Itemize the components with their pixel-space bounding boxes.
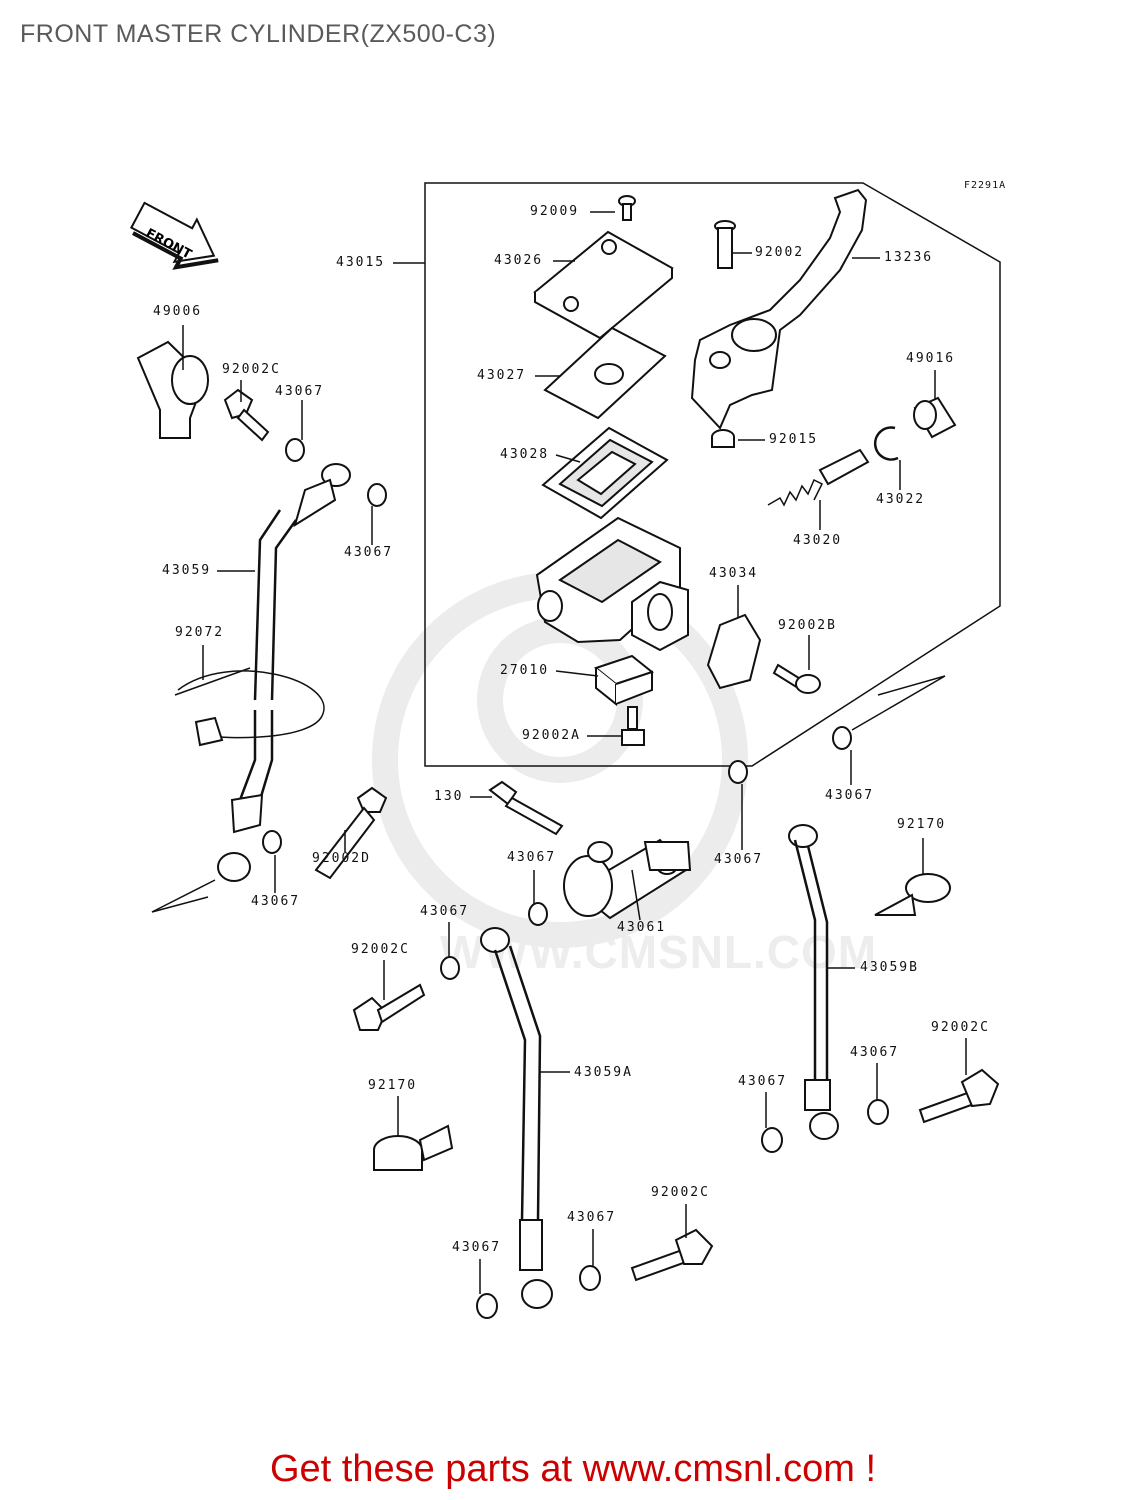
- part-label-43034[interactable]: 43034: [709, 566, 759, 581]
- part-label-43067-center-right[interactable]: 43067: [714, 852, 764, 867]
- part-label-43027[interactable]: 43027: [477, 368, 527, 383]
- footer-link[interactable]: Get these parts at www.cmsnl.com !: [269, 1448, 877, 1490]
- brake-hose-43059: [151, 463, 351, 913]
- part-label-92002[interactable]: 92002: [755, 245, 805, 260]
- part-label-43067-left-lower[interactable]: 43067: [251, 894, 301, 909]
- clamp-92170-right: [874, 873, 951, 916]
- part-label-130[interactable]: 130: [434, 789, 464, 804]
- banjo-bolt-92002c-lower: [630, 1228, 714, 1282]
- assembly-boundary: [424, 182, 1001, 767]
- part-label-92002c-mid-left[interactable]: 92002C: [351, 942, 410, 957]
- brake-hose-43059b: [788, 824, 839, 1140]
- bolt-130: [488, 780, 564, 836]
- master-cylinder-body: [535, 516, 689, 652]
- part-label-43020[interactable]: 43020: [793, 533, 843, 548]
- part-label-92002c-upper-left[interactable]: 92002C: [222, 362, 281, 377]
- diaphragm-plate-43027: [543, 326, 667, 420]
- part-label-92002d[interactable]: 92002D: [312, 851, 371, 866]
- part-label-43028[interactable]: 43028: [500, 447, 550, 462]
- circlip-43022: [873, 426, 899, 461]
- part-label-27010[interactable]: 27010: [500, 663, 550, 678]
- part-label-49006[interactable]: 49006: [153, 304, 203, 319]
- figure-reference: F2291A: [964, 180, 1007, 191]
- part-label-43061[interactable]: 43061: [617, 920, 667, 935]
- part-label-13236[interactable]: 13236: [884, 250, 934, 265]
- part-label-43067-lower-mid[interactable]: 43067: [567, 1210, 617, 1225]
- part-label-43059a[interactable]: 43059A: [574, 1065, 633, 1080]
- banjo-bolt-92002c-upper-left: [223, 388, 270, 442]
- part-label-92170-left[interactable]: 92170: [368, 1078, 418, 1093]
- dust-boot-49016: [913, 396, 957, 439]
- reservoir-cap-43026: [533, 230, 674, 340]
- nut-92015: [711, 429, 735, 448]
- part-label-92002c-right[interactable]: 92002C: [931, 1020, 990, 1035]
- bolt-92002a: [621, 706, 645, 746]
- front-arrow-icon: [129, 201, 219, 270]
- washer-43067-group: [262, 438, 889, 1319]
- part-label-43022[interactable]: 43022: [876, 492, 926, 507]
- leader-lines: [182, 211, 967, 1294]
- brake-lever-13236: [690, 188, 868, 430]
- banjo-bolt-92002c-right: [918, 1068, 1000, 1124]
- part-label-43067-upper-left[interactable]: 43067: [275, 384, 325, 399]
- screw-92009: [618, 195, 636, 221]
- part-label-43067-right-lower[interactable]: 43067: [850, 1045, 900, 1060]
- part-label-43026[interactable]: 43026: [494, 253, 544, 268]
- joint-fitting-43061: [563, 838, 692, 920]
- page-title: FRONT MASTER CYLINDER(ZX500-C3): [20, 20, 497, 48]
- part-label-92002b[interactable]: 92002B: [778, 618, 837, 633]
- part-label-92002c-lower[interactable]: 92002C: [651, 1185, 710, 1200]
- part-label-92072[interactable]: 92072: [175, 625, 225, 640]
- diaphragm-43028: [541, 426, 669, 520]
- part-label-43059b[interactable]: 43059B: [860, 960, 919, 975]
- part-label-92002a[interactable]: 92002A: [522, 728, 581, 743]
- part-label-43067-upper-mid[interactable]: 43067: [344, 545, 394, 560]
- brake-switch-27010: [593, 654, 655, 707]
- part-label-49016[interactable]: 49016: [906, 351, 956, 366]
- clamp-holder-43034: [706, 613, 762, 690]
- piston-kit-43020: [767, 448, 870, 507]
- part-label-92015[interactable]: 92015: [769, 432, 819, 447]
- part-label-43067-mid-left[interactable]: 43067: [420, 904, 470, 919]
- part-label-43067-center[interactable]: 43067: [507, 850, 557, 865]
- part-label-92170-right[interactable]: 92170: [897, 817, 947, 832]
- part-label-43067-right-upper[interactable]: 43067: [825, 788, 875, 803]
- banjo-bolt-92002c-mid-left: [352, 983, 426, 1031]
- clamp-92170-left: [373, 1124, 454, 1171]
- brake-hose-43059a: [480, 927, 553, 1309]
- pivot-bolt-92002: [714, 220, 736, 269]
- part-label-43067-lower-right[interactable]: 43067: [738, 1074, 788, 1089]
- cap-49006: [136, 340, 209, 439]
- part-label-43015[interactable]: 43015: [336, 255, 386, 270]
- bolt-92002b: [772, 663, 821, 694]
- clamp-band-92072: [174, 667, 325, 747]
- part-label-92009[interactable]: 92009: [530, 204, 580, 219]
- part-label-43067-lower-left[interactable]: 43067: [452, 1240, 502, 1255]
- part-label-43059[interactable]: 43059: [162, 563, 212, 578]
